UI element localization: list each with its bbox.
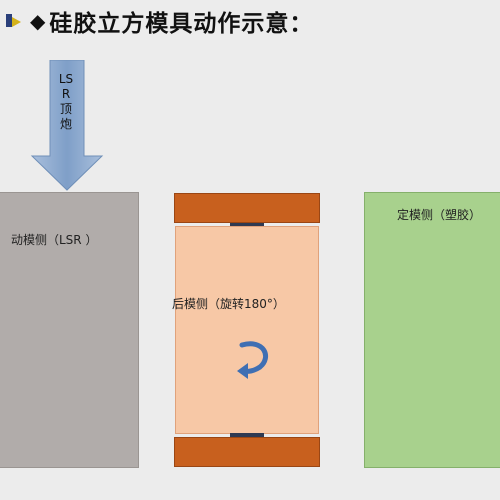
bullet-diamond: ◆ bbox=[30, 9, 46, 33]
top-plate bbox=[174, 193, 320, 223]
top-seal bbox=[230, 223, 264, 227]
bottom-seal bbox=[230, 433, 264, 437]
arrow-label: LSR顶炮 bbox=[58, 72, 74, 131]
bottom-plate bbox=[174, 437, 320, 467]
slide-title: ◆ 硅胶立方模具动作示意： bbox=[4, 6, 314, 37]
fixed-mold-label: 定模侧（塑胶） bbox=[397, 208, 482, 222]
down-arrow-icon bbox=[30, 60, 104, 191]
moving-mold-label: 动模侧（LSR ） bbox=[11, 233, 98, 247]
moving-mold-side: 动模侧（LSR ） bbox=[0, 192, 139, 468]
fixed-mold-side: 定模侧（塑胶） bbox=[364, 192, 500, 468]
logo-icon bbox=[4, 11, 24, 31]
back-mold-label: 后模侧（旋转180°） bbox=[172, 297, 285, 311]
title-text: 硅胶立方模具动作示意： bbox=[49, 11, 314, 37]
rotate-arrow-icon bbox=[237, 341, 268, 379]
back-mold-side: 后模侧（旋转180°） bbox=[172, 226, 319, 434]
